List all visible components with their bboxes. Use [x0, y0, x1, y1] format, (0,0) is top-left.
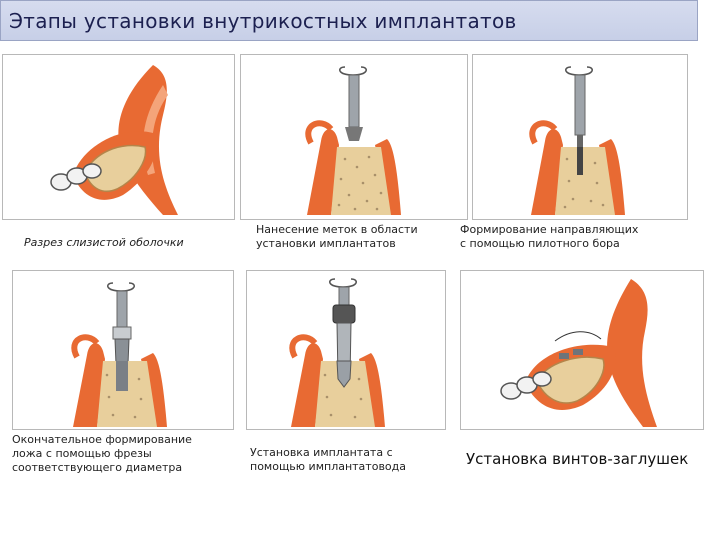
bone-ridge [84, 144, 147, 193]
bone-texture [337, 155, 383, 211]
caption-line: ложа с помощью фрезы [12, 447, 152, 460]
step-6-caption: Установка винтов-заглушек [466, 450, 688, 468]
step-2-illustration [240, 54, 468, 220]
caption-line: с помощью пилотного бора [460, 237, 620, 250]
caption-line: Установка винтов-заглушек [466, 450, 689, 468]
bone [331, 147, 391, 215]
bone-texture [105, 373, 143, 419]
drill-shank [116, 290, 128, 328]
gum-hook [289, 334, 318, 359]
bone [315, 361, 375, 427]
bone [555, 147, 615, 215]
drill-shank [348, 74, 360, 128]
page-title: Этапы установки внутрикостных имплантато… [9, 9, 517, 33]
bone [97, 361, 157, 427]
implant-in-bone [336, 360, 352, 388]
gum-hook [71, 334, 100, 359]
step-1-caption: Разрез слизистой оболочки [24, 236, 184, 250]
caption-line: Установка имплантата с [250, 446, 393, 459]
rotation-arrow [565, 66, 593, 76]
drill-shank [574, 74, 586, 136]
cover-screws [559, 349, 583, 359]
pilot-drill-drawing [529, 66, 625, 215]
driver-shank [338, 286, 350, 306]
cover-screw-drawing [500, 279, 657, 427]
drill-collar [112, 326, 132, 340]
caption-line: Нанесение меток в области [256, 223, 418, 236]
caption-line: Окончательное формирование [12, 433, 192, 446]
implant-placement-drawing [289, 278, 385, 427]
gum-hook [529, 120, 558, 145]
rotation-arrow [329, 278, 357, 288]
implant-driver [332, 304, 356, 324]
step-2-caption: Нанесение меток в области установки импл… [256, 223, 418, 251]
drill-tip [345, 127, 363, 141]
step-5-caption: Установка имплантата с помощью имплантат… [250, 446, 406, 474]
implant-bed [116, 361, 128, 391]
step-4-illustration [12, 270, 234, 430]
bone-texture [563, 157, 605, 209]
caption-line: Разрез слизистой оболочки [24, 236, 184, 249]
gum-flap [607, 279, 657, 427]
title-bar: Этапы установки внутрикостных имплантато… [0, 0, 698, 41]
rotation-arrow [107, 282, 135, 292]
caption-line: помощью имплантатовода [250, 460, 406, 473]
gum-hook [305, 120, 334, 145]
marking-drawing [305, 66, 401, 215]
gum-left [531, 129, 563, 215]
pilot-channel [577, 147, 583, 175]
rotation-arrow [339, 66, 367, 76]
gum-left [73, 343, 105, 427]
final-drill-drawing [71, 282, 167, 427]
bone-ridge [536, 356, 605, 404]
step-1-illustration [2, 54, 235, 220]
step-5-illustration [246, 270, 446, 430]
teeth [500, 371, 552, 400]
step-4-caption: Окончательное формирование ложа с помощь… [12, 433, 192, 475]
caption-line: Формирование направляющих [460, 223, 639, 236]
caption-line: установки имплантатов [256, 237, 396, 250]
step-3-illustration [472, 54, 688, 220]
teeth [50, 163, 102, 191]
step-3-caption: Формирование направляющих с помощью пило… [460, 223, 638, 251]
gum-left [307, 129, 339, 215]
bone-texture [323, 373, 363, 419]
step-6-illustration [460, 270, 704, 430]
incision-drawing [50, 65, 178, 215]
suture [554, 331, 602, 342]
caption-line: соответствующего диаметра [12, 461, 183, 474]
gum-left [291, 343, 323, 427]
